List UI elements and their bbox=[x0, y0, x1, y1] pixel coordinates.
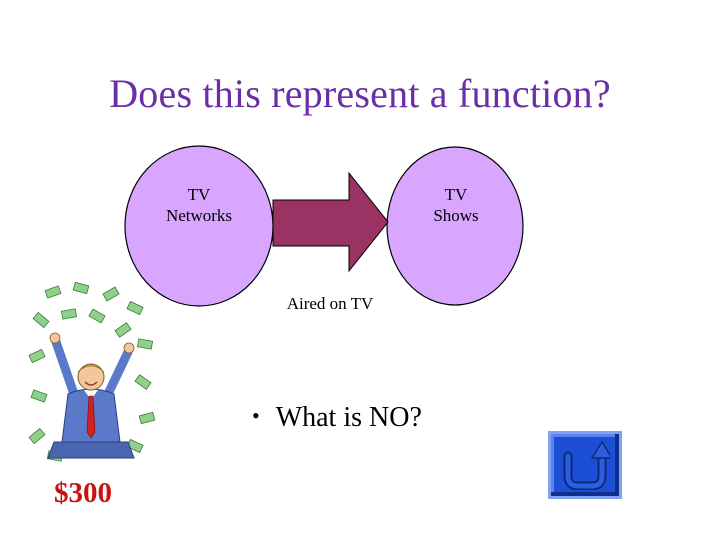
mapping-arrow bbox=[272, 171, 389, 273]
range-label-line1: TV bbox=[444, 185, 468, 204]
answer-bullet: • What is NO? bbox=[252, 402, 422, 434]
u-turn-return-icon bbox=[563, 440, 610, 490]
domain-label-line1: TV bbox=[187, 185, 211, 204]
domain-label-line2: Networks bbox=[165, 206, 233, 225]
bullet-dot-icon: • bbox=[252, 403, 260, 428]
range-label: TV Shows bbox=[396, 184, 516, 226]
answer-text: What is NO? bbox=[275, 402, 422, 433]
slide-title: Does this represent a function? bbox=[109, 71, 611, 116]
range-label-line2: Shows bbox=[433, 206, 479, 225]
man-throwing-money-clipart bbox=[28, 282, 156, 462]
domain-label: TV Networks bbox=[139, 184, 259, 226]
range-circle bbox=[386, 146, 524, 306]
arrow-caption: Aired on TV bbox=[286, 294, 374, 313]
return-button[interactable] bbox=[548, 431, 622, 499]
price-label: $300 bbox=[54, 477, 112, 509]
